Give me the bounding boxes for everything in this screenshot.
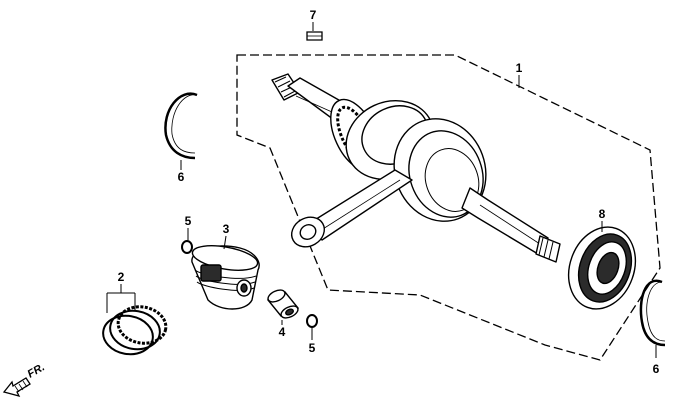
direction-arrow-icon (2, 377, 31, 397)
piston-pin (266, 289, 300, 319)
callout-3: 3 (223, 222, 230, 236)
piston (191, 245, 260, 310)
direction-label: FR. (26, 361, 47, 380)
piston-pin-clip-upper (181, 240, 193, 254)
leader-lines (106, 22, 657, 358)
callout-4: 4 (279, 325, 286, 339)
callout-labels: 1 7 6 6 3 5 5 4 8 2 (118, 8, 660, 376)
assembly-boundary (236, 54, 661, 361)
woodruff-key (306, 31, 323, 41)
snap-ring-left (164, 92, 198, 160)
piston-rings (102, 305, 168, 356)
front-direction-indicator: FR. (2, 361, 47, 397)
callout-8: 8 (599, 207, 606, 221)
callout-7: 7 (310, 8, 317, 22)
callout-6-left: 6 (178, 170, 185, 184)
crankshaft (271, 73, 561, 263)
callout-2: 2 (118, 270, 125, 284)
callout-6-right: 6 (653, 362, 660, 376)
callout-1: 1 (516, 61, 523, 75)
piston-pin-clip-lower (306, 314, 318, 328)
snap-ring-right (639, 279, 666, 347)
callout-5-upper: 5 (185, 214, 192, 228)
connecting-rod (290, 169, 413, 248)
callout-5-lower: 5 (309, 341, 316, 355)
thread-lines-right (538, 237, 554, 260)
bearing (567, 226, 637, 310)
